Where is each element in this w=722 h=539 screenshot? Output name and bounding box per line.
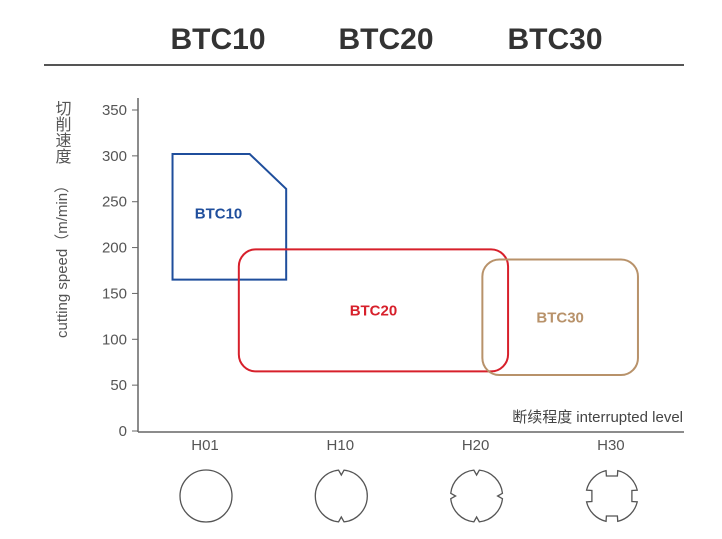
series-label-btc10: BTC10 (195, 206, 243, 223)
y-axis-label-cn: 切削速度 (53, 100, 72, 164)
header-title-btc30: BTC30 (507, 23, 602, 56)
x-tick-label: H30 (597, 437, 625, 454)
series-region-btc20 (237, 248, 510, 373)
four-v-notch-circle-icon (450, 469, 504, 523)
two-notch-circle-icon (314, 469, 368, 523)
series-region-btc30 (481, 258, 639, 377)
y-tick-label: 50 (110, 377, 127, 394)
y-axis-label: cutting speed（m/min） (54, 178, 71, 338)
plain-circle-icon (179, 469, 233, 523)
x-axis-label-en: interrupted level (576, 409, 683, 426)
y-tick-label: 100 (102, 331, 127, 348)
y-tick-label: 300 (102, 148, 127, 165)
x-axis-label-cn: 断续程度 (512, 409, 572, 426)
series-region-btc10 (171, 153, 288, 281)
y-tick-label: 350 (102, 102, 127, 119)
y-tick-label: 200 (102, 240, 127, 257)
y-tick-label: 250 (102, 194, 127, 211)
x-tick-label: H20 (462, 437, 490, 454)
series-label-btc30: BTC30 (536, 309, 584, 326)
y-tick-label: 0 (119, 423, 127, 440)
header-title-btc20: BTC20 (338, 23, 433, 56)
x-tick-label: H01 (191, 437, 219, 454)
four-slot-circle-icon (585, 469, 639, 523)
series-label-btc20: BTC20 (350, 302, 398, 319)
header-title-btc10: BTC10 (170, 23, 265, 56)
x-tick-label: H10 (327, 437, 355, 454)
y-tick-label: 150 (102, 285, 127, 302)
